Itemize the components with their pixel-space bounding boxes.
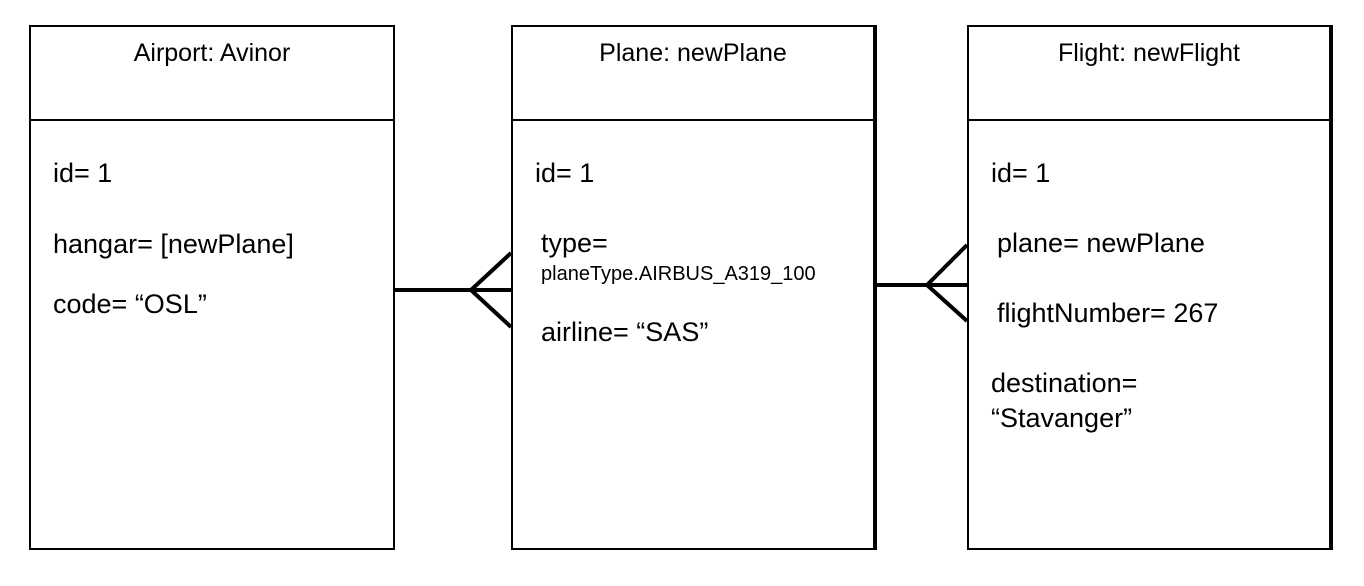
airport-code-attribute: code= “OSL” [53, 289, 207, 319]
plane-object-box: Plane: newPlane id= 1 type= planeType.AI… [511, 25, 877, 550]
plane-airline-attribute: airline= “SAS” [541, 317, 709, 347]
flight-number-attribute: flightNumber= 267 [997, 298, 1219, 328]
airport-hangar-attribute: hangar= [newPlane] [53, 229, 294, 259]
flight-object-box: Flight: newFlight id= 1 plane= newPlane … [967, 25, 1333, 550]
airport-plane-relation-line [395, 251, 513, 329]
flight-id-attribute: id= 1 [991, 158, 1051, 188]
plane-type-attribute-label: type= [541, 228, 608, 258]
plane-flight-relation-line [877, 243, 969, 323]
airport-object-title: Airport: Avinor [31, 27, 393, 121]
airport-id-attribute: id= 1 [53, 158, 113, 188]
flight-destination-attribute-value: “Stavanger” [991, 403, 1133, 433]
plane-type-attribute-value: planeType.AIRBUS_A319_100 [541, 263, 816, 285]
flight-plane-attribute: plane= newPlane [997, 228, 1205, 258]
flight-destination-attribute-label: destination= [991, 368, 1138, 398]
flight-object-title: Flight: newFlight [969, 27, 1329, 121]
airport-object-box: Airport: Avinor id= 1 hangar= [newPlane]… [29, 25, 395, 550]
plane-object-title: Plane: newPlane [513, 27, 873, 121]
plane-id-attribute: id= 1 [535, 158, 595, 188]
